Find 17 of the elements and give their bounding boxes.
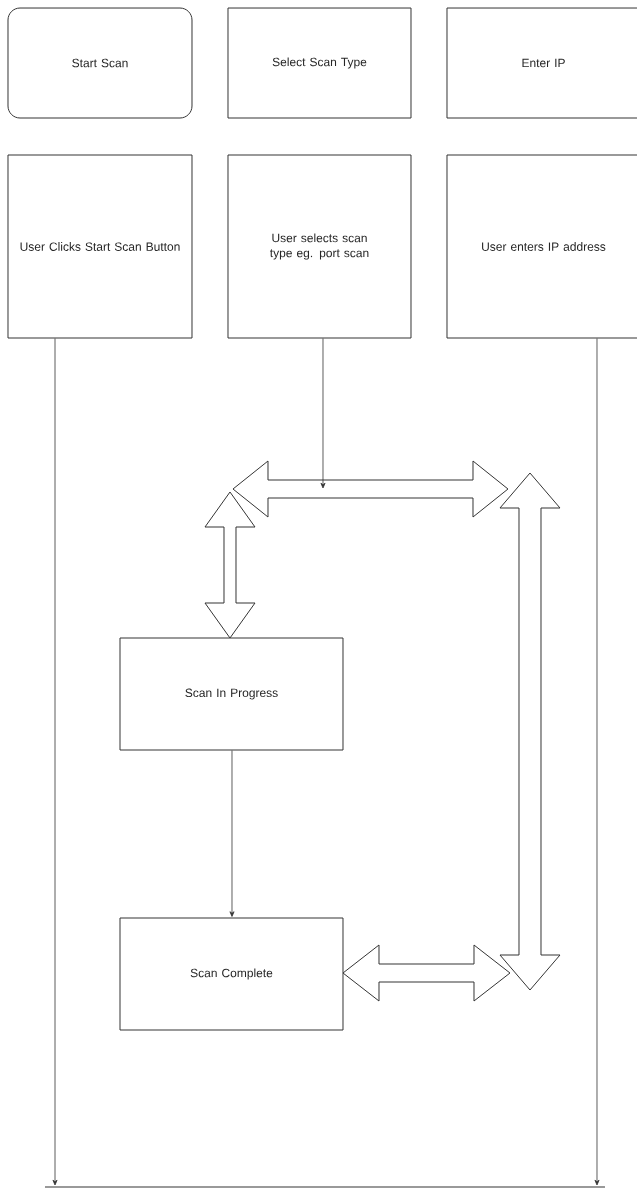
arrow bbox=[229, 750, 235, 917]
arrow bbox=[594, 338, 600, 1186]
process-box: Enter IP bbox=[446, 7, 637, 119]
process-box: User enters IP address bbox=[446, 154, 637, 339]
block-arrow bbox=[232, 460, 509, 518]
block-arrow bbox=[342, 944, 511, 1002]
process-box: User selects scan type eg. port scan bbox=[227, 154, 412, 339]
process-box: Select Scan Type bbox=[227, 7, 412, 119]
process-box: User Clicks Start Scan Button bbox=[7, 154, 193, 339]
block-arrow bbox=[204, 491, 256, 639]
block-arrow bbox=[499, 472, 561, 991]
start-box: Start Scan bbox=[7, 7, 193, 119]
baseline-bar bbox=[44, 1186, 606, 1188]
process-box: Scan In Progress bbox=[119, 637, 344, 751]
process-box: Scan Complete bbox=[119, 917, 344, 1031]
arrow bbox=[320, 338, 326, 489]
arrow bbox=[52, 338, 58, 1186]
